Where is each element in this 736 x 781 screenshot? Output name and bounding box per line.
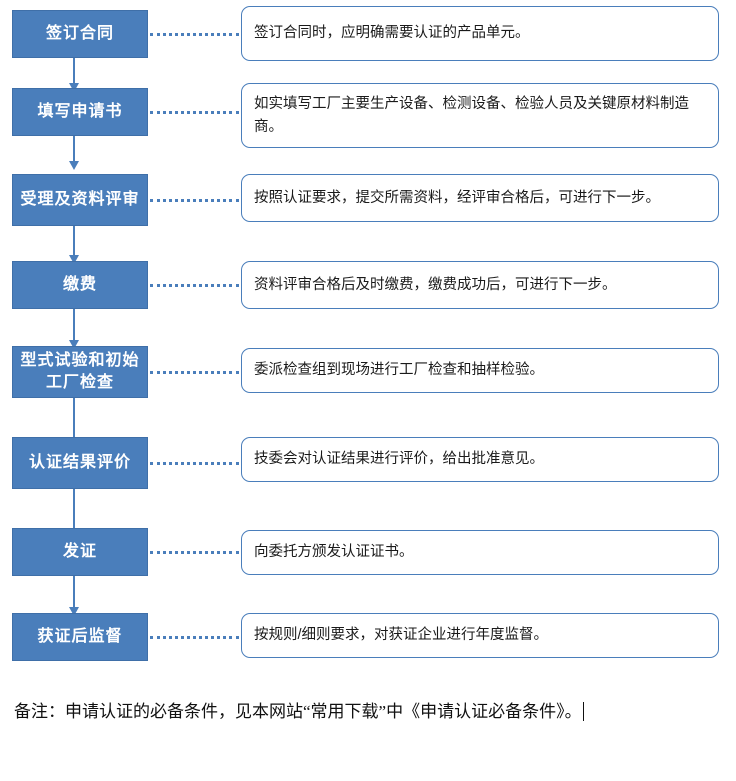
- connector-4: [150, 284, 239, 289]
- flow-note-8: 按规则/细则要求，对获证企业进行年度监督。: [241, 613, 719, 658]
- flow-note-1-text: 签订合同时，应明确需要认证的产品单元。: [254, 25, 530, 42]
- flowchart: 签订合同 签订合同时，应明确需要认证的产品单元。 填写申请书 如实填写工厂主要生…: [12, 6, 719, 661]
- flow-step-2[interactable]: 填写申请书: [12, 88, 148, 136]
- flow-step-8-label: 获证后监督: [37, 628, 123, 646]
- connector-7: [150, 551, 239, 556]
- footnote-text: 备注：申请认证的必备条件，见本网站“常用下载”中《申请认证必备条件》。: [14, 702, 582, 721]
- flow-step-1-label: 签订合同: [45, 25, 114, 43]
- arrow-7-8: [69, 576, 79, 616]
- flow-note-6-text: 技委会对认证结果进行评价，给出批准意见。: [254, 451, 544, 468]
- flow-note-7-text: 向委托方颁发认证证书。: [254, 544, 414, 561]
- flow-note-1: 签订合同时，应明确需要认证的产品单元。: [241, 6, 719, 61]
- flow-note-5-text: 委派检查组到现场进行工厂检查和抽样检验。: [254, 362, 544, 379]
- flow-note-2-text: 如实填写工厂主要生产设备、检测设备、检验人员及关键原材料制造商。: [254, 96, 689, 135]
- flow-note-8-text: 按规则/细则要求，对获证企业进行年度监督。: [254, 627, 549, 644]
- connector-5: [150, 371, 239, 376]
- connector-2: [150, 111, 239, 116]
- arrow-6-7: [69, 489, 79, 537]
- flow-note-6: 技委会对认证结果进行评价，给出批准意见。: [241, 437, 719, 482]
- flow-step-3-label: 受理及资料评审: [20, 191, 140, 209]
- arrow-3-4: [69, 226, 79, 264]
- connector-3: [150, 199, 239, 204]
- arrow-2-3: [69, 136, 79, 170]
- connector-1: [150, 33, 239, 38]
- flow-step-7-label: 发证: [62, 543, 97, 561]
- flow-step-3[interactable]: 受理及资料评审: [12, 174, 148, 226]
- flow-step-2-label: 填写申请书: [37, 103, 123, 121]
- flow-step-4[interactable]: 缴费: [12, 261, 148, 309]
- flow-step-6[interactable]: 认证结果评价: [12, 437, 148, 489]
- flow-step-5[interactable]: 型式试验和初始工厂检查: [12, 346, 148, 398]
- arrow-1-2: [69, 58, 79, 92]
- text-caret: [582, 702, 584, 721]
- footnote: 备注：申请认证的必备条件，见本网站“常用下载”中《申请认证必备条件》。: [14, 695, 720, 729]
- connector-8: [150, 636, 239, 641]
- flow-note-3: 按照认证要求，提交所需资料，经评审合格后，可进行下一步。: [241, 174, 719, 222]
- flow-step-6-label: 认证结果评价: [28, 454, 131, 472]
- flow-note-4-text: 资料评审合格后及时缴费，缴费成功后，可进行下一步。: [254, 276, 617, 293]
- flow-note-4: 资料评审合格后及时缴费，缴费成功后，可进行下一步。: [241, 261, 719, 309]
- flow-note-3-text: 按照认证要求，提交所需资料，经评审合格后，可进行下一步。: [254, 189, 660, 206]
- flow-note-7: 向委托方颁发认证证书。: [241, 530, 719, 575]
- flow-step-4-label: 缴费: [62, 276, 97, 294]
- flow-note-2: 如实填写工厂主要生产设备、检测设备、检验人员及关键原材料制造商。: [241, 83, 719, 148]
- flow-step-8[interactable]: 获证后监督: [12, 613, 148, 661]
- flow-step-1[interactable]: 签订合同: [12, 10, 148, 58]
- connector-6: [150, 462, 239, 467]
- flow-note-5: 委派检查组到现场进行工厂检查和抽样检验。: [241, 348, 719, 393]
- flow-step-7[interactable]: 发证: [12, 528, 148, 576]
- arrow-4-5: [69, 309, 79, 349]
- flow-step-5-label: 型式试验和初始工厂检查: [20, 352, 140, 391]
- arrow-5-6: [69, 398, 79, 446]
